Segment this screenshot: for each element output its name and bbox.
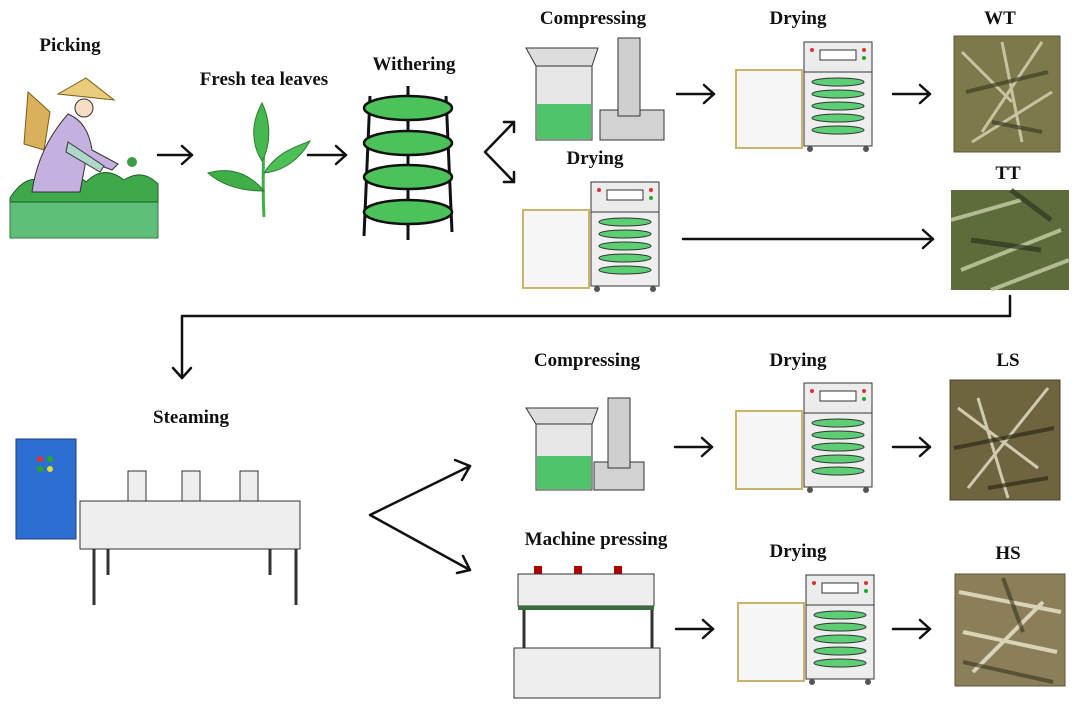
- arrow-withering-split: [483, 120, 516, 184]
- label-compressing-top: Compressing: [539, 8, 647, 29]
- label-drying-top-b: Drying: [566, 148, 624, 169]
- label-fresh-tea-leaves: Fresh tea leaves: [199, 69, 329, 90]
- label-product-wt: WT: [984, 8, 1016, 29]
- label-machine-pressing: Machine pressing: [524, 529, 668, 550]
- compressing-mold-illustration-bottom: [522, 397, 668, 492]
- label-product-ls: LS: [996, 350, 1020, 371]
- label-product-hs: HS: [995, 543, 1021, 564]
- label-product-tt: TT: [995, 163, 1021, 184]
- label-withering: Withering: [372, 54, 456, 75]
- arrow-compress-to-drying-top: [675, 83, 716, 105]
- arrow-drying-to-ls: [891, 436, 932, 458]
- product-tt-image: [950, 188, 1070, 292]
- arrow-press-to-drying: [674, 618, 715, 640]
- arrow-steaming-split: [368, 458, 472, 575]
- label-drying-bottom-a: Drying: [769, 350, 827, 371]
- dryer-illustration-top-b: [522, 180, 663, 292]
- product-hs-image: [953, 572, 1067, 688]
- product-wt-image: [952, 32, 1062, 156]
- dryer-illustration-bottom-b: [737, 573, 878, 685]
- machine-press-illustration: [513, 566, 661, 700]
- product-ls-image: [948, 378, 1062, 504]
- arrow-tt-to-steaming: [171, 294, 1012, 380]
- withering-rack-illustration: [358, 86, 458, 242]
- label-drying-top-a: Drying: [769, 8, 827, 29]
- arrow-picking-to-leaves: [156, 144, 194, 166]
- dryer-illustration-top-a: [735, 40, 876, 152]
- steaming-machine-illustration: [14, 435, 304, 610]
- label-picking: Picking: [39, 35, 101, 56]
- label-compressing-bottom: Compressing: [533, 350, 641, 371]
- dryer-illustration-bottom-a: [735, 381, 876, 493]
- compressing-mold-illustration-top: [522, 37, 668, 142]
- arrow-drying-to-tt: [681, 228, 935, 250]
- label-steaming: Steaming: [153, 407, 229, 428]
- fresh-tea-leaves-illustration: [204, 95, 314, 220]
- arrow-drying-to-wt: [891, 83, 932, 105]
- arrow-compress-to-drying-bottom: [673, 436, 714, 458]
- label-drying-bottom-b: Drying: [769, 541, 827, 562]
- arrow-drying-to-hs: [891, 618, 932, 640]
- arrow-leaves-to-withering: [306, 144, 348, 166]
- picking-illustration: [8, 72, 160, 240]
